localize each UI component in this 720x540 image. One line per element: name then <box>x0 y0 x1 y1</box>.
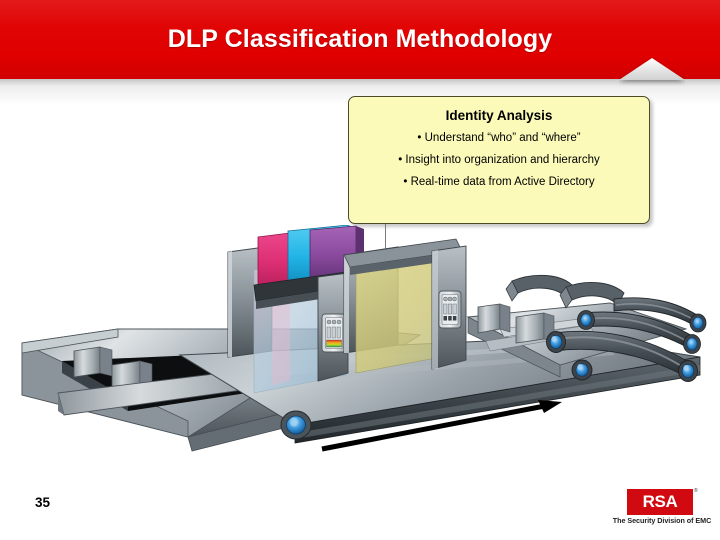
callout-bullet-2: • Insight into organization and hierarch… <box>398 154 600 167</box>
scanner-control-panel <box>438 290 462 329</box>
rsa-logo: RSA ® The Security Division of EMC <box>612 487 712 529</box>
flow-direction-arrow <box>321 400 562 452</box>
dlp-classification-conveyor-scanner-diagram <box>0 225 720 475</box>
triangle-notch-icon <box>619 58 685 92</box>
callout-bullet-1: • Understand “who” and “where” <box>417 132 581 144</box>
rsa-logo-mark: RSA <box>627 489 693 515</box>
slide-header-band: DLP Classification Methodology <box>0 0 720 79</box>
scanner-control-panel <box>321 313 347 353</box>
identity-analysis-callout: Identity Analysis • Understand “who” and… <box>348 96 650 224</box>
registered-trademark-icon: ® <box>694 488 698 494</box>
callout-bullet-3: • Real-time data from Active Directory <box>403 176 595 189</box>
identity-analysis-scanner <box>343 238 467 374</box>
rsa-logo-tagline: The Security Division of EMC <box>612 516 712 525</box>
sorting-conveyor-array <box>466 274 707 382</box>
callout-title: Identity Analysis <box>445 108 553 123</box>
page-number: 35 <box>35 495 51 510</box>
main-belt-end-roller <box>571 359 593 381</box>
page-title: DLP Classification Methodology <box>167 25 553 53</box>
rsa-logo-text: RSA <box>642 492 678 511</box>
